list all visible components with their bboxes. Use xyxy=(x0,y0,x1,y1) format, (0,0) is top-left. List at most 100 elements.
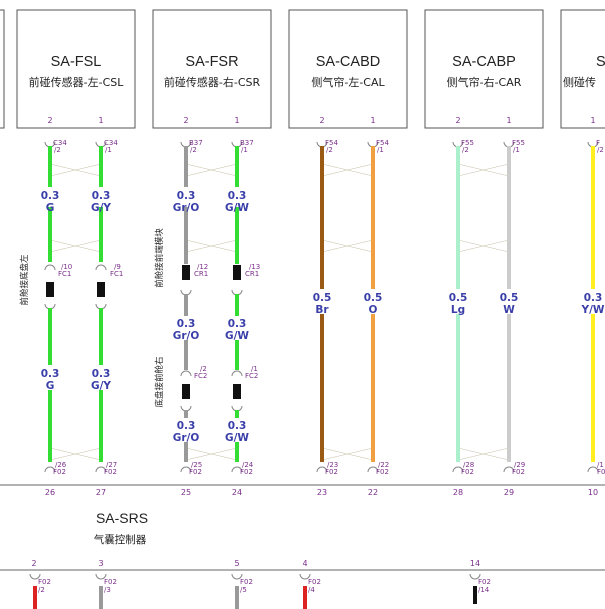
connector-pin: /3 xyxy=(104,586,111,594)
wire-size: 0.3 xyxy=(228,190,247,202)
connector-label: B37 xyxy=(240,139,254,147)
component-partial[interactable]: S 侧碰传 1 xyxy=(560,9,605,129)
wire-color-code: Y/W xyxy=(580,304,604,316)
connector-pin: /27 xyxy=(106,461,117,469)
ecu-lower-pin[interactable]: 2 F02 /2 xyxy=(29,559,51,609)
connector-label: F02 xyxy=(240,468,253,476)
wire-color-code: G/W xyxy=(225,432,249,444)
connector-pin: /13 xyxy=(249,263,260,271)
component-title: SA-FSR xyxy=(185,54,238,70)
ecu-pin-number: 2 xyxy=(31,559,36,568)
wire-size: 0.3 xyxy=(228,318,247,330)
connector-label: F54 xyxy=(325,139,338,147)
wire-w7[interactable]: F55 /2 0.5 Lg /28 F02 28 xyxy=(449,139,475,497)
wire-size: 0.3 xyxy=(228,420,247,432)
wire-color-code: G/Y xyxy=(91,202,111,214)
connector-label: F02 xyxy=(478,578,491,586)
connector-pin: /1 xyxy=(377,146,384,154)
connector-pin: /1 xyxy=(597,461,604,469)
ecu-lower-pin[interactable]: 14 F02 /14 xyxy=(469,559,491,604)
connector-pin: /1 xyxy=(241,146,248,154)
wire-size: 0.3 xyxy=(177,420,196,432)
wire-size: 0.3 xyxy=(177,318,196,330)
ecu-pin-label: 28 xyxy=(453,488,463,497)
wire-color-code: G/Y xyxy=(91,380,111,392)
wire-w2[interactable]: C34 /1 0.3 G/Y /9 FC1 0.3 G/Y /27 F02 27 xyxy=(91,139,123,497)
pin-label: 2 xyxy=(47,116,52,125)
ecu-pin-number: 5 xyxy=(234,559,239,568)
wire-w8[interactable]: F55 /1 0.5 W /29 F02 29 xyxy=(500,139,526,497)
partial-box-left xyxy=(0,9,5,129)
harness-label-right-upper: 前舱接前端模块 xyxy=(154,228,165,288)
wire-color-code: G/W xyxy=(225,330,249,342)
connector-pin: /22 xyxy=(378,461,389,469)
connector-label: FC2 xyxy=(245,372,258,380)
connector-label: F54 xyxy=(376,139,389,147)
connector-pin: /12 xyxy=(197,263,208,271)
component-title: SA-CABD xyxy=(316,54,380,70)
wire-color-code: Gr/O xyxy=(173,202,200,214)
connector-label: FC1 xyxy=(110,270,123,278)
connector-pin: /2 xyxy=(597,146,604,154)
component-subtitle: 侧气帘-左-CAL xyxy=(311,75,385,89)
twist-marks xyxy=(49,163,510,461)
connector-pin: /2 xyxy=(38,586,45,594)
connector-label: F02 xyxy=(325,468,338,476)
harness-label-right-lower: 底盘接前舱右 xyxy=(154,356,165,407)
connector-label: FC2 xyxy=(194,372,207,380)
connector-label: C34 xyxy=(53,139,67,147)
ecu-lower-pin[interactable]: 5 F02 /5 xyxy=(231,559,253,609)
connector-label: F02 xyxy=(38,578,51,586)
wire-color-code: Gr/O xyxy=(173,330,200,342)
ecu-lower-pin[interactable]: 3 F02 /3 xyxy=(95,559,117,609)
wire-w1[interactable]: C34 /2 0.3 G /10 FC1 0.3 G /26 F02 26 xyxy=(41,139,73,497)
pin-label: 2 xyxy=(319,116,324,125)
connector-label: F02 xyxy=(240,578,253,586)
connector-pin: /10 xyxy=(61,263,72,271)
wire-w4[interactable]: B37 /1 0.3 G/W /13 CR1 0.3 G/W /1 FC2 0.… xyxy=(225,139,260,497)
component-title: SA-CABP xyxy=(452,54,516,70)
connector-pin: /2 xyxy=(200,365,207,373)
connector-pin: /24 xyxy=(242,461,254,469)
component-fsr[interactable]: SA-FSR 前碰传感器-右-CSR 2 1 xyxy=(152,9,272,129)
wire-color-code: G/W xyxy=(225,202,249,214)
connector-label: F0 xyxy=(597,468,605,476)
component-title: SA-FSL xyxy=(51,54,102,70)
component-cabd[interactable]: SA-CABD 侧气帘-左-CAL 2 1 xyxy=(288,9,408,129)
connector-label: F02 xyxy=(376,468,389,476)
ecu-pin-label: 25 xyxy=(181,488,191,497)
component-subtitle: 前碰传感器-左-CSL xyxy=(29,75,125,89)
wire-color-code: Br xyxy=(315,304,329,316)
wire-w6[interactable]: F54 /1 0.5 O /22 F02 22 xyxy=(364,139,390,497)
wire-size: 0.5 xyxy=(449,292,468,304)
wire-size: 0.5 xyxy=(364,292,383,304)
pin-label: 1 xyxy=(590,116,595,125)
connector-pin: /2 xyxy=(54,146,61,154)
connector-label: F02 xyxy=(189,468,202,476)
connector-label: F02 xyxy=(104,468,117,476)
pin-label: 1 xyxy=(98,116,103,125)
ecu-pin-number: 3 xyxy=(98,559,103,568)
pin-label: 2 xyxy=(455,116,460,125)
connector-pin: /4 xyxy=(308,586,315,594)
wire-color-code: G xyxy=(46,380,55,392)
wire-w9[interactable]: F /2 0.3 Y/W /1 F0 10 xyxy=(580,139,605,497)
wire-size: 0.3 xyxy=(584,292,603,304)
ecu-pin-label: 23 xyxy=(317,488,327,497)
connector-pin: /29 xyxy=(514,461,525,469)
pin-label: 1 xyxy=(370,116,375,125)
connector-label: F xyxy=(596,139,600,147)
component-subtitle: 侧气帘-右-CAR xyxy=(447,75,522,89)
connector-label: C34 xyxy=(104,139,118,147)
component-cabp[interactable]: SA-CABP 侧气帘-右-CAR 2 1 xyxy=(424,9,544,129)
connector-pin: /14 xyxy=(478,586,490,594)
ecu-lower-pin[interactable]: 4 F02 /4 xyxy=(299,559,321,609)
component-fsl[interactable]: SA-FSL 前碰传感器-左-CSL 2 1 xyxy=(16,9,136,129)
connector-label: F02 xyxy=(53,468,66,476)
pin-label: 1 xyxy=(506,116,511,125)
wire-w5[interactable]: F54 /2 0.5 Br /23 F02 23 xyxy=(313,139,339,497)
wire-w3[interactable]: B37 /2 0.3 Gr/O /12 CR1 0.3 Gr/O /2 FC2 … xyxy=(173,139,209,497)
connector-label: B37 xyxy=(189,139,203,147)
wire-size: 0.3 xyxy=(92,368,111,380)
